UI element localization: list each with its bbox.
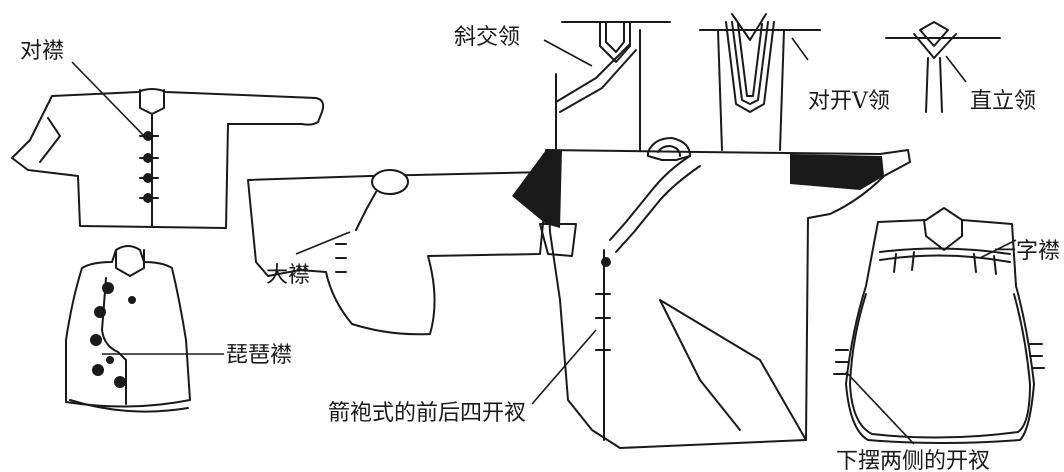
- label-zhililing: 直立领: [970, 89, 1036, 114]
- pipajin-vest-drawing: [65, 245, 191, 413]
- label-duikai-v-ling: 对开V领: [808, 89, 890, 114]
- label-xiabai-kaiqi: 下摆两侧的开衩: [836, 449, 990, 472]
- leader-lines: [71, 37, 1017, 445]
- dajin-garment-drawing: [247, 169, 549, 336]
- label-pipajin: 琵琶襟: [226, 343, 292, 368]
- standing-collar-drawing: [885, 21, 1001, 113]
- cross-collar-drawing: [555, 21, 671, 151]
- label-dajin: 大襟: [266, 263, 310, 288]
- label-jianpao-kaiqi: 箭袍式的前后四开衩: [328, 401, 526, 426]
- yizijin-vest-drawing: [833, 207, 1045, 444]
- label-yizijin: 一字襟: [994, 239, 1060, 264]
- duijin-jacket-drawing: [11, 88, 325, 229]
- label-xiejiaoling: 斜交领: [454, 25, 520, 50]
- v-collar-drawing: [699, 13, 821, 151]
- jianpao-robe-drawing: [512, 137, 911, 449]
- label-duijin: 对襟: [20, 39, 64, 64]
